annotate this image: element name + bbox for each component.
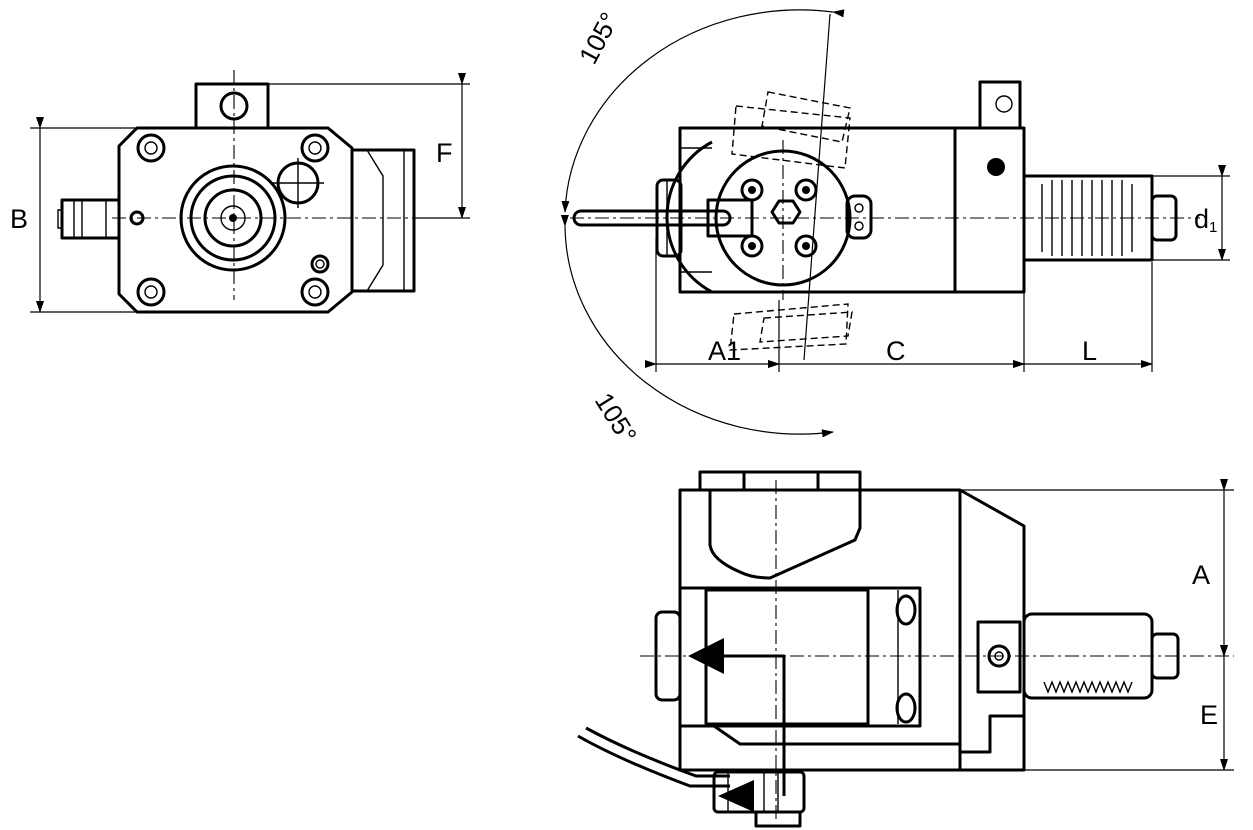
bolt-icon [136,133,330,307]
dimension-label-d1: d1 [1194,204,1217,236]
angle-label-upper: 105° [573,7,625,69]
dimension-label-b: B [10,204,28,234]
dimension-label-f: F [436,138,453,168]
angle-label-lower: 105° [589,387,643,449]
front-view [30,70,470,314]
top-view [560,9,1230,438]
dimension-label-c: C [886,336,906,366]
dimension-label-e: E [1200,700,1218,730]
dimension-label-a: A [1192,560,1210,590]
dimension-label-l: L [1082,336,1097,366]
thread-ridges [1041,180,1133,256]
side-view [577,470,1234,828]
dimension-label-a1: A1 [708,336,741,366]
